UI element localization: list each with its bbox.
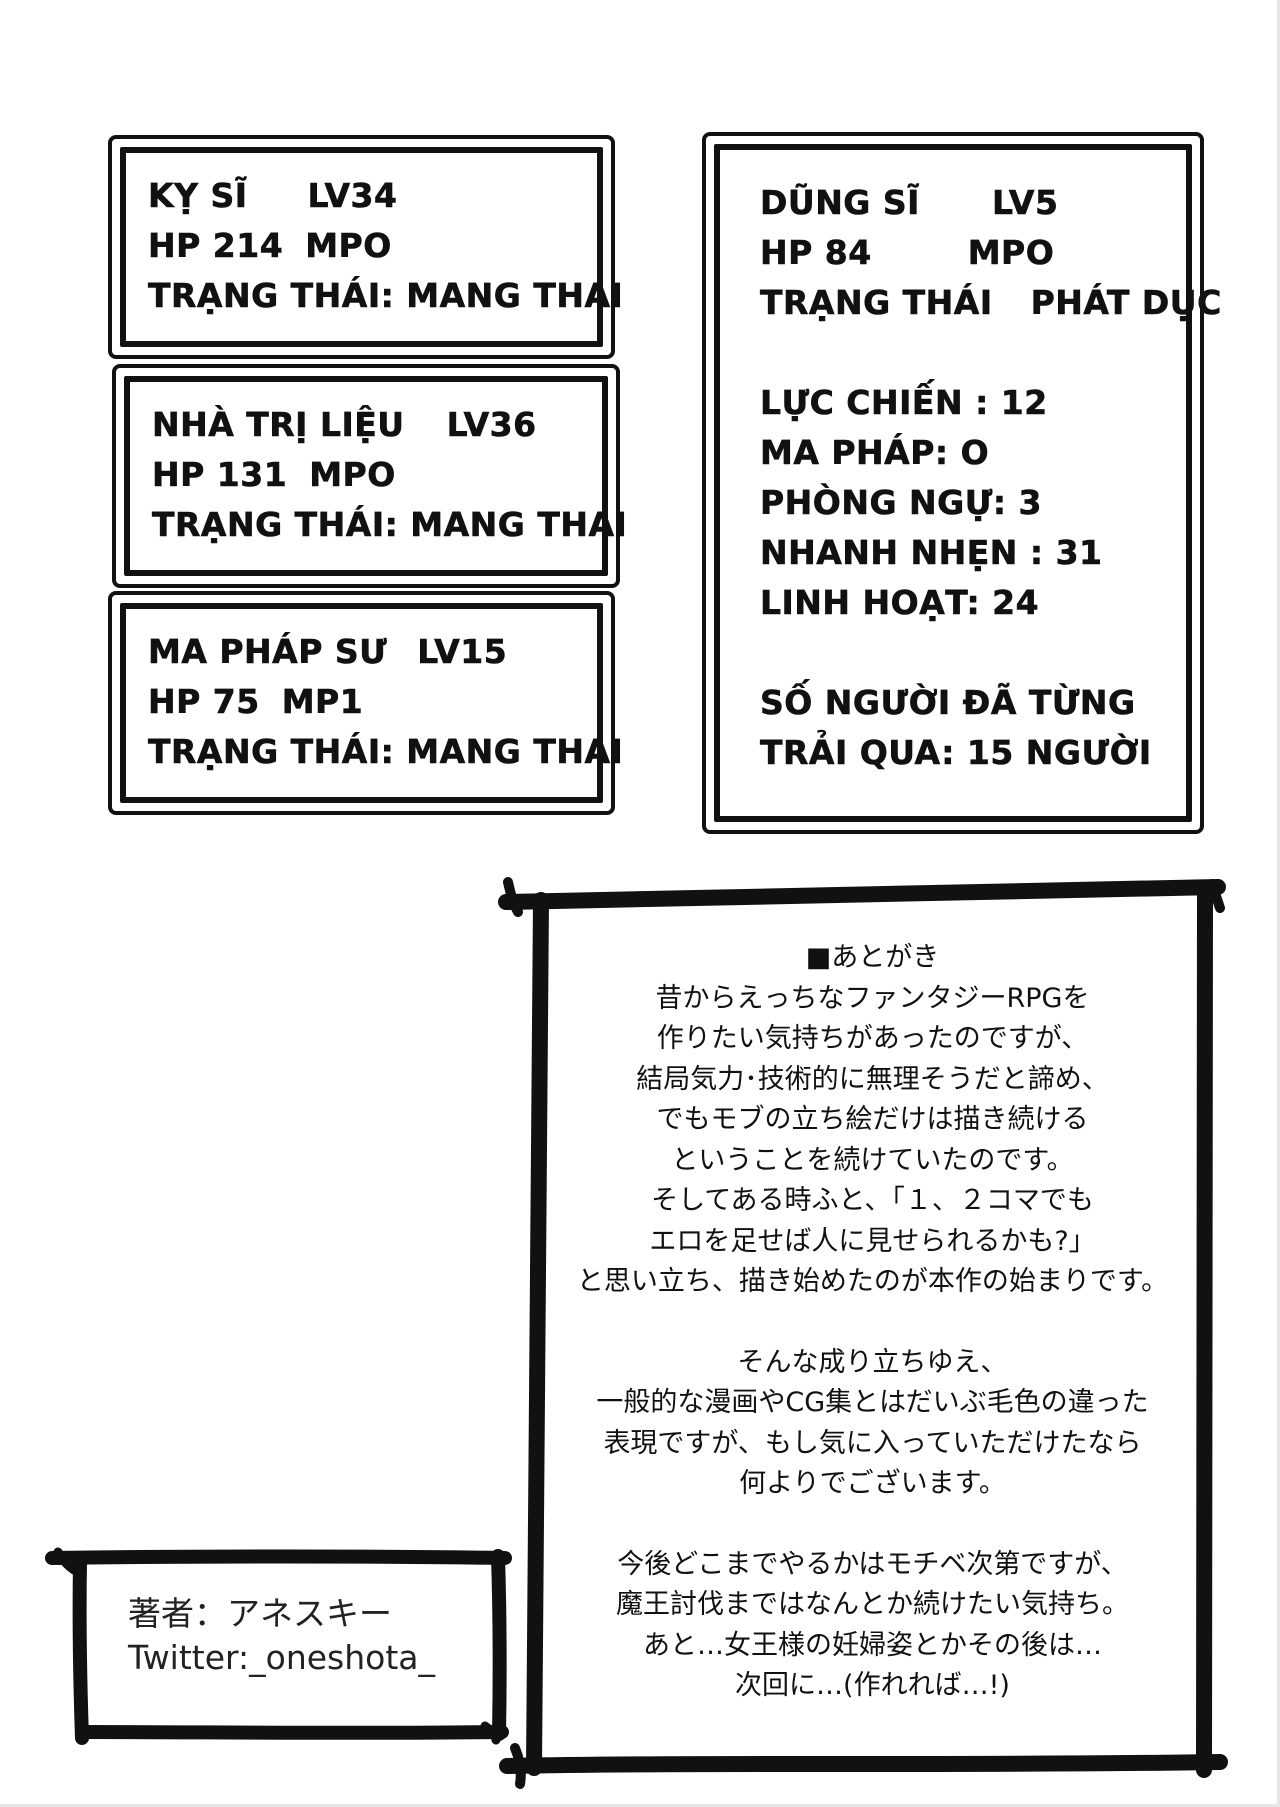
stat-box-hero-inner: DŨNG SĨ LV5 HP 84 MPO TRẠNG THÁI PHÁT DỤC L… bbox=[714, 144, 1222, 822]
afterword-line: 魔王討伐まではなんとか続けたい気持ち。 bbox=[616, 1589, 1129, 1620]
hero-magic: MA PHÁP: O bbox=[760, 433, 990, 473]
hero-status-label: TRẠNG THÁI bbox=[760, 283, 993, 323]
healer-hp: HP 131 bbox=[152, 455, 288, 495]
hero-defense: PHÒNG NGỰ: 3 bbox=[760, 483, 1042, 523]
knight-name-line: KỴ SĨ LV34 bbox=[148, 171, 575, 221]
mage-name-line: MA PHÁP SƯ LV15 bbox=[148, 627, 575, 677]
healer-mp: MPO bbox=[309, 455, 396, 495]
afterword-line: あと…女王様の妊婦姿とかその後は… bbox=[643, 1629, 1102, 1661]
author-name: 著者：アネスキー bbox=[128, 1594, 392, 1633]
afterword-line: 表現ですが、もし気に入っていただけたなら bbox=[603, 1427, 1142, 1459]
afterword-line: ということを続けていたのです。 bbox=[671, 1144, 1074, 1176]
healer-level: LV36 bbox=[446, 405, 537, 445]
afterword-line: 昔からえっちなファンタジーRPGを bbox=[655, 982, 1090, 1014]
afterword-line: 作りたい気持ちがあったのですが、 bbox=[656, 1023, 1089, 1054]
afterword-line: 何よりでございます。 bbox=[739, 1468, 1006, 1499]
page-edge-bottom bbox=[0, 1804, 1280, 1807]
stat-box-hero: DŨNG SĨ LV5 HP 84 MPO TRẠNG THÁI PHÁT DỤC L… bbox=[702, 132, 1222, 834]
afterword-line: と思い立ち、描き始めたのが本作の始まりです。 bbox=[576, 1266, 1169, 1297]
hero-hp-line: HP 84 MPO bbox=[760, 228, 1186, 278]
mage-name: MA PHÁP SƯ bbox=[148, 632, 388, 672]
stat-box-knight: KỴ SĨ LV34 HP 214 MPO TRẠNG THÁI: MANG THA… bbox=[108, 135, 624, 359]
twitter-handle: Twitter:_oneshota_ bbox=[128, 1638, 436, 1677]
hero-agility: NHANH NHẸN : 31 bbox=[760, 533, 1103, 573]
afterword-line: 結局気力･技術的に無理そうだと諦め、 bbox=[636, 1063, 1109, 1095]
hero-level: LV5 bbox=[991, 183, 1059, 223]
afterword-line: 次回に…(作れれば…!) bbox=[735, 1670, 1010, 1701]
knight-hp: HP 214 bbox=[148, 226, 284, 266]
hero-dexterity: LINH HOẠT: 24 bbox=[760, 583, 1040, 623]
knight-name: KỴ SĨ bbox=[148, 176, 248, 216]
knight-hp-line: HP 214 MPO bbox=[148, 221, 575, 271]
hero-name-line: DŨNG SĨ LV5 bbox=[760, 178, 1186, 228]
hero-count-line1: SỐ NGƯỜI ĐÃ TỪNG bbox=[760, 683, 1136, 723]
healer-name-line: NHÀ TRỊ LIỆU LV36 bbox=[152, 400, 580, 450]
healer-name: NHÀ TRỊ LIỆU bbox=[152, 405, 405, 445]
afterword-line: 今後どこまでやるかはモチベ次第ですが、 bbox=[617, 1548, 1128, 1580]
hero-status-value: PHÁT DỤC bbox=[1030, 283, 1222, 323]
afterword-line: でもモブの立ち絵だけは描き続ける bbox=[656, 1104, 1089, 1135]
knight-status: TRẠNG THÁI: MANG THAI bbox=[148, 276, 624, 316]
hero-combat: LỰC CHIẾN : 12 bbox=[760, 383, 1048, 423]
hero-hp: HP 84 bbox=[760, 233, 872, 273]
afterword-text: ■あとがき 昔からえっちなファンタジーRPGを 作りたい気持ちがあったのですが、… bbox=[540, 938, 1205, 1707]
afterword-line: 一般的な漫画やCG集とはだいぶ毛色の違った bbox=[596, 1387, 1149, 1418]
knight-level: LV34 bbox=[307, 176, 398, 216]
mage-hp: HP 75 bbox=[148, 682, 260, 722]
afterword-line: ■あとがき bbox=[805, 942, 940, 973]
hero-status-line: TRẠNG THÁI PHÁT DỤC bbox=[760, 278, 1222, 328]
afterword-line: そしてある時ふと、「１、２コマでも bbox=[651, 1185, 1094, 1216]
hero-count-line2: TRẢI QUA: 15 NGƯỜI bbox=[760, 733, 1152, 773]
afterword-line: そんな成り立ちゆえ、 bbox=[737, 1346, 1008, 1378]
knight-mp: MPO bbox=[305, 226, 392, 266]
afterword-line: エロを足せば人に見せられるかも?」 bbox=[649, 1225, 1096, 1257]
credit-text: 著者：アネスキー Twitter:_oneshota_ bbox=[128, 1592, 435, 1680]
mage-mp: MP1 bbox=[281, 682, 364, 722]
stat-box-knight-inner: KỴ SĨ LV34 HP 214 MPO TRẠNG THÁI: MANG THA… bbox=[120, 147, 624, 347]
healer-hp-line: HP 131 MPO bbox=[152, 450, 580, 500]
hero-name: DŨNG SĨ bbox=[760, 183, 920, 223]
hero-mp: MPO bbox=[967, 233, 1055, 273]
mage-hp-line: HP 75 MP1 bbox=[148, 677, 575, 727]
page-edge-right bbox=[1277, 0, 1280, 1807]
mage-level: LV15 bbox=[417, 632, 508, 672]
